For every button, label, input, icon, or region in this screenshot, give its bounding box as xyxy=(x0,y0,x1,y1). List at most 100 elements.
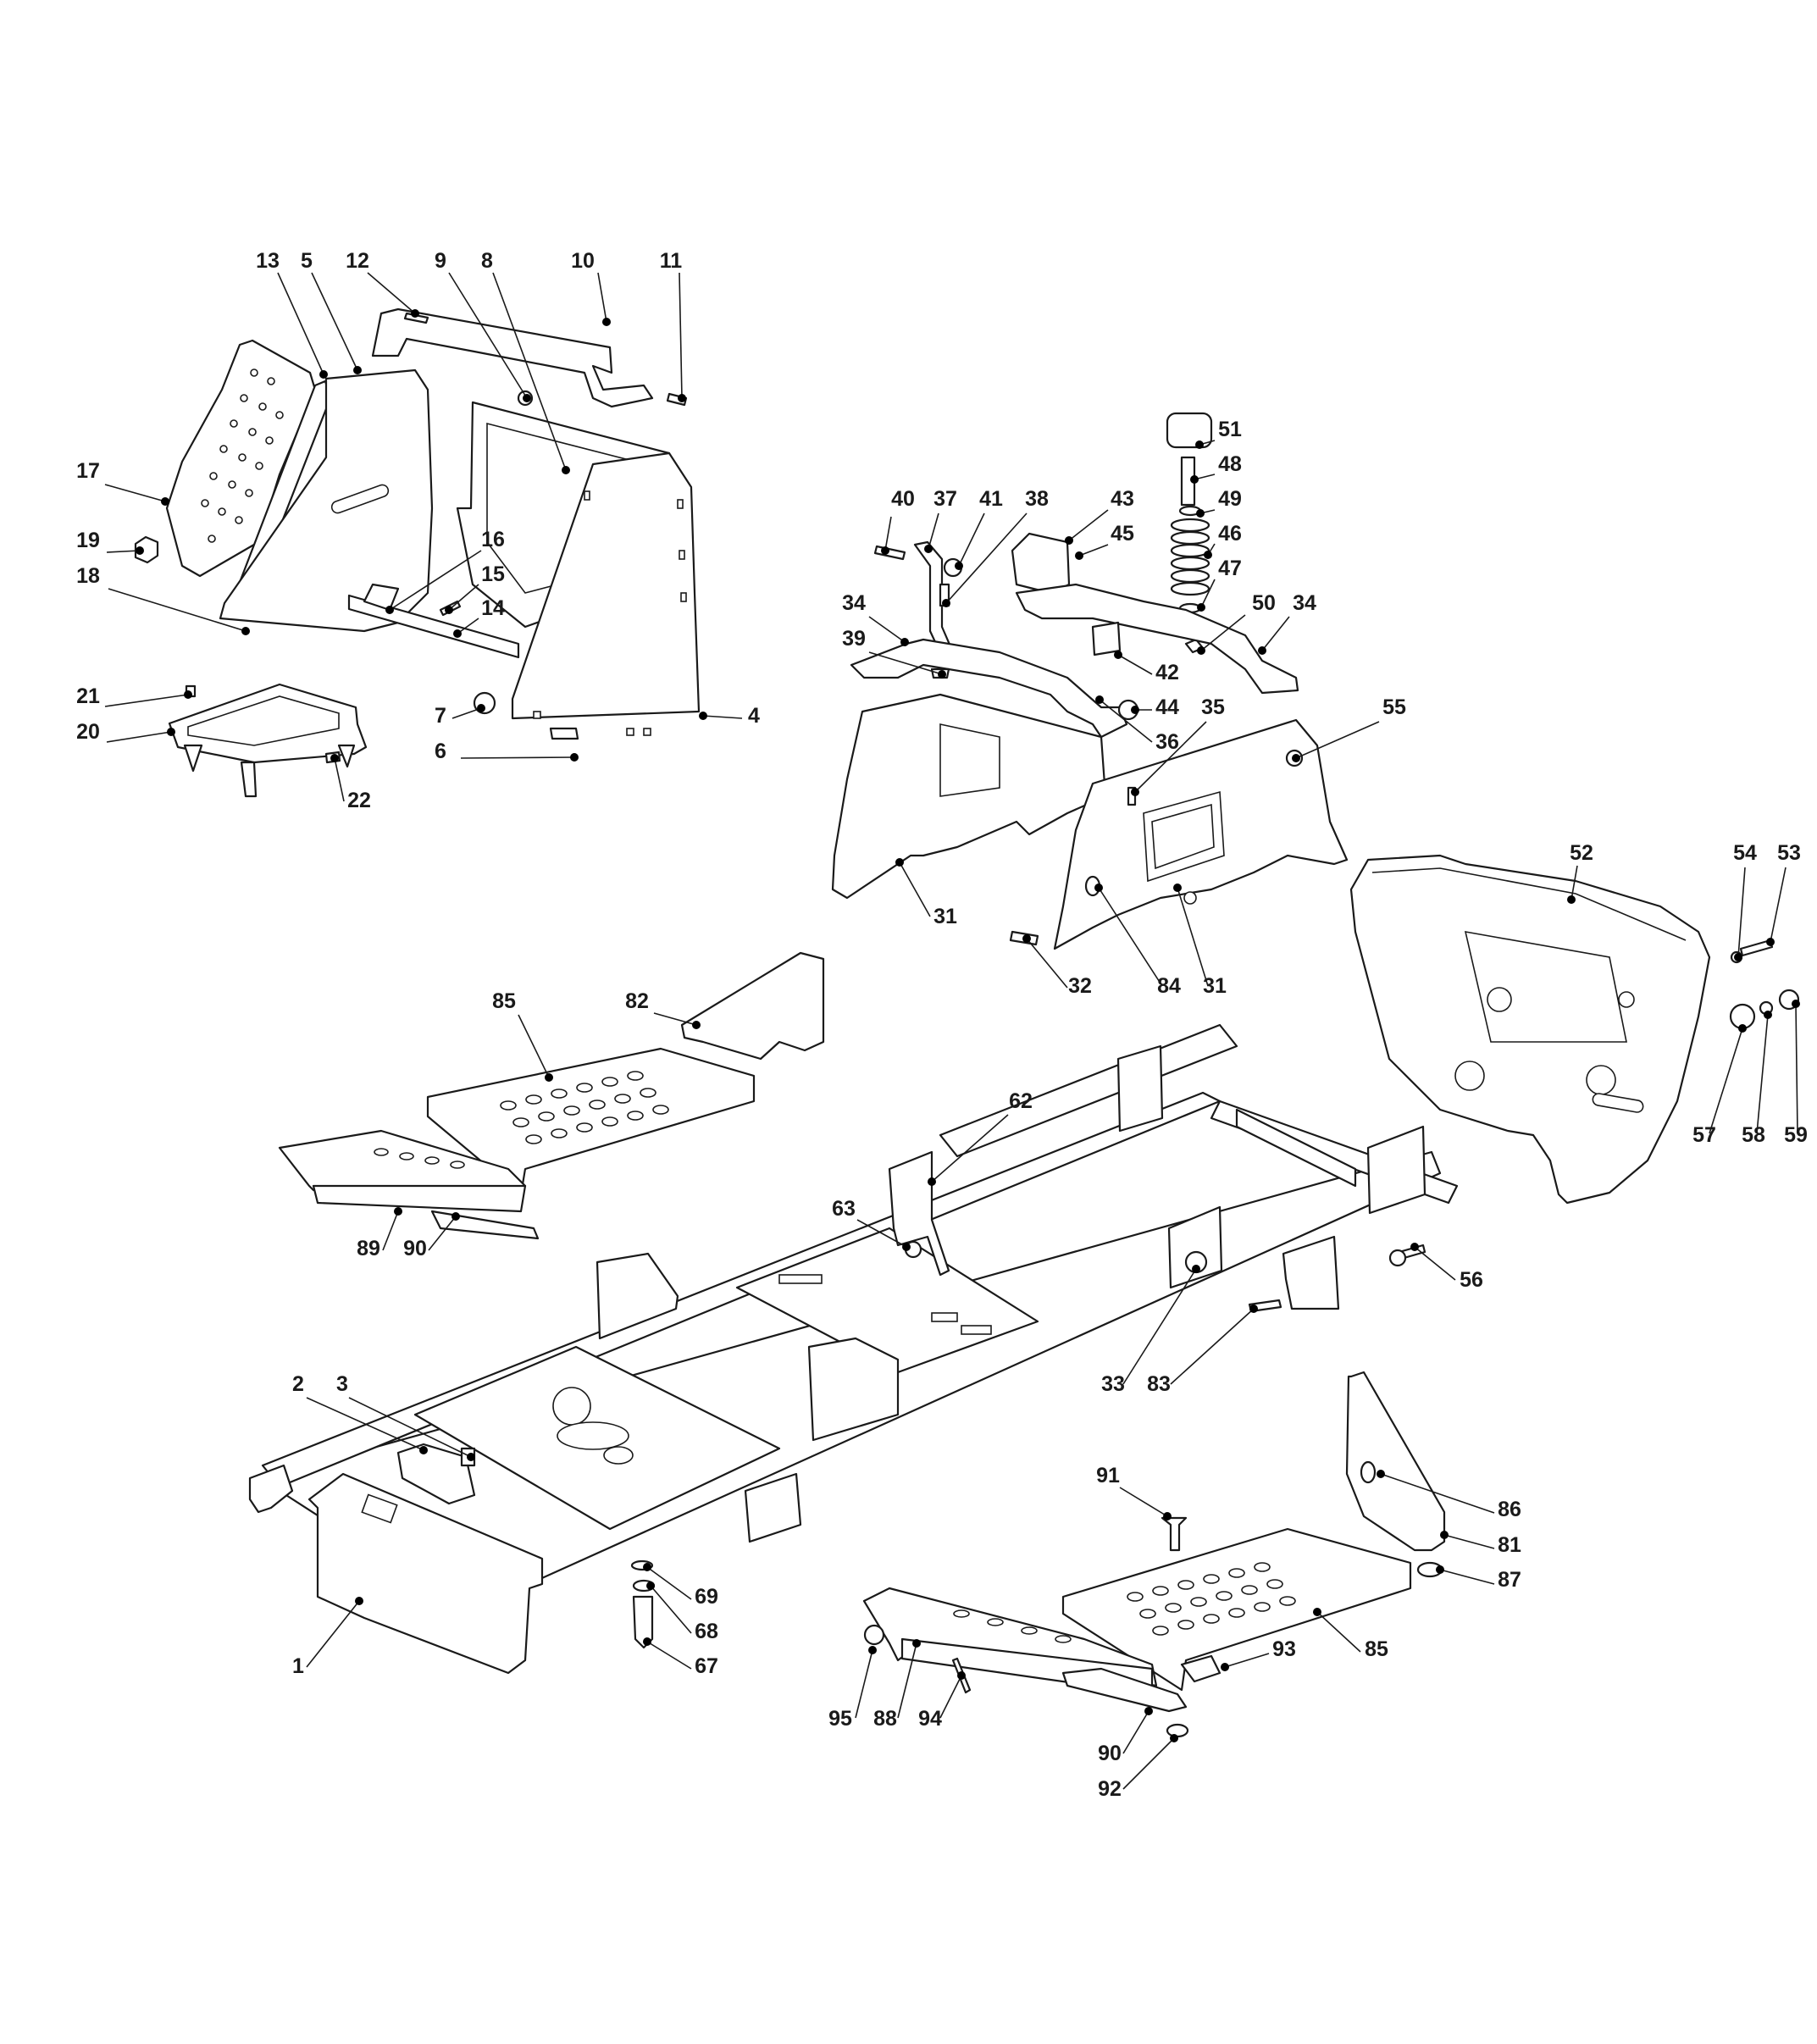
part-number-label: 7 xyxy=(435,704,446,728)
leader-line xyxy=(451,707,482,719)
callout-dot xyxy=(1144,1707,1153,1715)
leader-line xyxy=(106,550,141,553)
callout-1: 1 xyxy=(292,1597,363,1678)
part-number-label: 39 xyxy=(842,627,866,651)
leader-line xyxy=(1795,1003,1798,1134)
callout-dot xyxy=(692,1021,701,1029)
leader-line xyxy=(1443,1534,1495,1549)
callout-dot xyxy=(1095,695,1104,704)
part-number-label: 31 xyxy=(933,905,957,928)
part-42-plate xyxy=(1091,621,1122,656)
part-number-label: 42 xyxy=(1155,661,1179,684)
callout-dot xyxy=(1436,1565,1444,1574)
part-20-tray xyxy=(168,683,368,764)
callout-42: 42 xyxy=(1114,651,1179,684)
callout-14: 14 xyxy=(453,596,505,638)
callout-15: 15 xyxy=(445,562,505,614)
part-number-label: 63 xyxy=(832,1197,856,1221)
leader-line xyxy=(389,550,482,611)
callout-12: 12 xyxy=(346,249,419,318)
callout-dot xyxy=(1170,1734,1178,1742)
callout-dot xyxy=(136,546,144,555)
part-number-label: 34 xyxy=(1293,591,1316,615)
callout-11: 11 xyxy=(660,249,686,402)
callout-81: 81 xyxy=(1440,1531,1521,1557)
part-number-label: 11 xyxy=(660,249,683,273)
part-number-label: 57 xyxy=(1692,1123,1716,1147)
callout-dot xyxy=(545,1073,553,1082)
callout-46: 46 xyxy=(1204,522,1242,559)
part-number-label: 37 xyxy=(933,487,957,511)
callout-40: 40 xyxy=(881,487,915,555)
callout-54: 54 xyxy=(1733,841,1757,961)
leader-line xyxy=(1737,867,1746,958)
callout-67: 67 xyxy=(643,1637,718,1678)
callout-41: 41 xyxy=(955,487,1003,570)
part-number-label: 12 xyxy=(346,249,369,273)
part-number-label: 36 xyxy=(1155,730,1179,754)
callout-dot xyxy=(1075,551,1083,560)
callout-51: 51 xyxy=(1195,418,1242,449)
callout-31: 31 xyxy=(1173,884,1227,998)
part-number-label: 2 xyxy=(292,1372,304,1396)
leader-line xyxy=(460,756,575,759)
leader-line xyxy=(1119,1487,1168,1517)
part-number-label: 53 xyxy=(1777,841,1801,865)
part-number-label: 55 xyxy=(1382,695,1406,719)
leader-line xyxy=(1117,654,1153,675)
part-51-cap xyxy=(1166,412,1213,449)
callout-32: 32 xyxy=(1022,934,1092,998)
callout-dot xyxy=(1173,884,1182,892)
callout-85: 85 xyxy=(1313,1608,1388,1661)
callout-dot xyxy=(1792,1000,1800,1008)
callout-7: 7 xyxy=(435,704,485,728)
part-19-nut xyxy=(134,535,159,564)
part-92-nut xyxy=(1166,1723,1189,1738)
leader-line xyxy=(1098,887,1163,987)
leader-line xyxy=(931,1114,1009,1183)
leader-line xyxy=(492,272,567,471)
callout-dot xyxy=(241,627,250,635)
leader-line xyxy=(311,272,358,371)
callout-84: 84 xyxy=(1094,884,1181,998)
part-40-bolt xyxy=(873,545,906,561)
callout-dot xyxy=(924,545,933,553)
leader-line xyxy=(1224,1653,1270,1668)
part-number-label: 91 xyxy=(1096,1464,1120,1487)
part-number-label: 69 xyxy=(695,1585,718,1609)
left-footboard-assembly xyxy=(278,951,825,1240)
leader-line xyxy=(428,1216,457,1251)
callout-dot xyxy=(1440,1531,1449,1539)
part-86-bolt xyxy=(1360,1460,1377,1484)
callout-dot xyxy=(902,1243,911,1251)
callout-dot xyxy=(1192,1265,1200,1273)
callout-dot xyxy=(330,754,339,762)
callout-dot xyxy=(453,629,462,638)
leader-line xyxy=(856,1219,907,1248)
part-number-label: 59 xyxy=(1784,1123,1808,1147)
callout-2: 2 xyxy=(292,1372,428,1454)
part-number-label: 83 xyxy=(1147,1372,1171,1396)
callout-dot xyxy=(1764,1011,1772,1019)
callout-dot xyxy=(895,858,904,867)
leader-line xyxy=(958,512,985,567)
part-number-label: 8 xyxy=(481,249,493,273)
callout-dot xyxy=(643,1563,651,1571)
callout-dot xyxy=(562,466,570,474)
leader-line xyxy=(1200,614,1246,651)
leader-line xyxy=(646,1641,692,1670)
callout-18: 18 xyxy=(76,564,250,635)
part-number-label: 18 xyxy=(76,564,100,588)
callout-4: 4 xyxy=(699,704,760,728)
cover-assembly xyxy=(1349,854,1800,1267)
right-footboard-assembly xyxy=(862,1371,1446,1738)
leader-line xyxy=(277,272,324,375)
callout-90: 90 xyxy=(403,1212,460,1260)
callout-17: 17 xyxy=(76,459,169,506)
part-number-label: 4 xyxy=(748,704,760,728)
part-number-label: 67 xyxy=(695,1654,718,1678)
leader-line xyxy=(928,512,939,550)
callout-44: 44 xyxy=(1131,695,1179,719)
callout-82: 82 xyxy=(625,989,701,1029)
callout-58: 58 xyxy=(1742,1011,1772,1147)
